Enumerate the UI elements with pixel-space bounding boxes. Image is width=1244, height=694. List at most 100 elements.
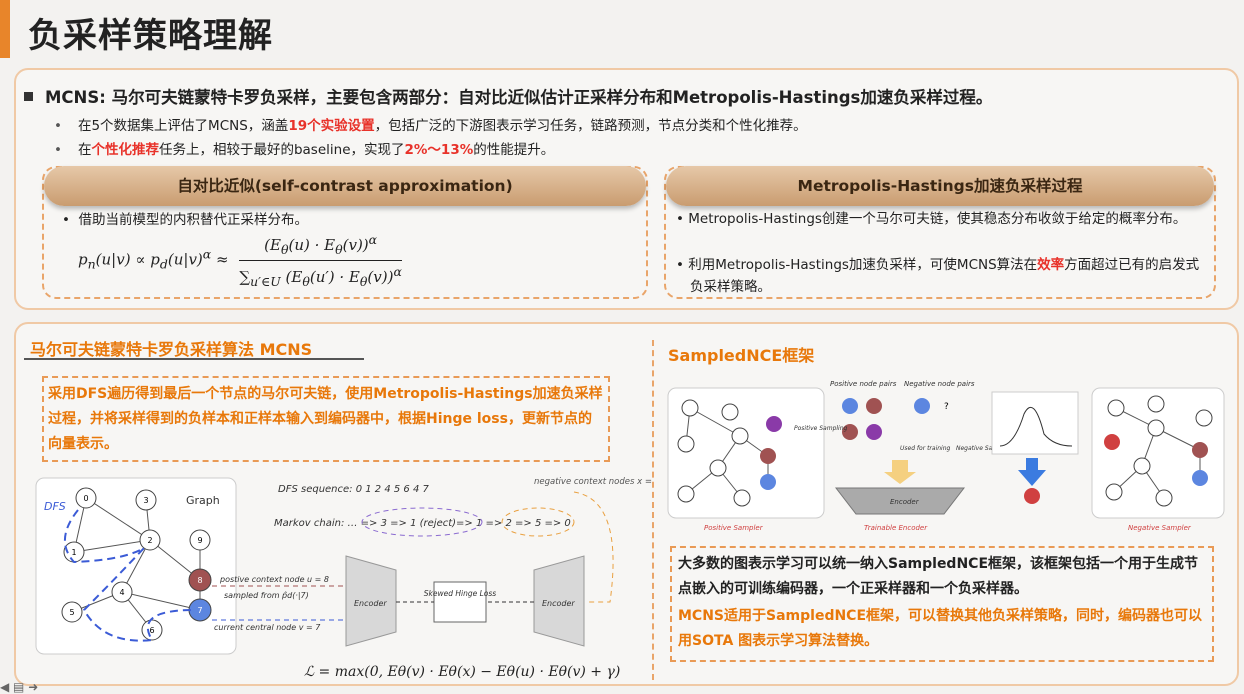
pos-graph-nodes bbox=[677, 399, 782, 507]
sampling-arrow bbox=[1018, 458, 1046, 486]
highlight: 效率 bbox=[1037, 257, 1065, 273]
positive-sampler-caption: Positive Sampler bbox=[704, 524, 764, 532]
svg-text:8: 8 bbox=[197, 576, 202, 585]
svg-text:1: 1 bbox=[71, 548, 76, 557]
divider bbox=[24, 358, 364, 360]
svg-text:0: 0 bbox=[83, 494, 88, 503]
text: 方面超过已有的启发式负采样策略。 bbox=[690, 257, 1200, 295]
title-accent-bar bbox=[0, 0, 10, 58]
node-3 bbox=[135, 489, 157, 511]
neg-graph-nodes bbox=[1104, 395, 1213, 507]
negative-node bbox=[1024, 488, 1040, 504]
mcns-desc: 采用DFS遍历得到最后一个节点的马尔可夫链，使用Metropolis-Hasti… bbox=[48, 386, 603, 452]
samplednce-desc-box bbox=[670, 546, 1214, 662]
hinge-loss-label: Skewed Hinge Loss bbox=[424, 589, 497, 598]
svg-text:2: 2 bbox=[147, 536, 152, 545]
node-8 bbox=[188, 568, 212, 592]
text: 在5个数据集上评估了MCNS，涵盖 bbox=[77, 118, 289, 134]
node-4 bbox=[111, 581, 133, 603]
trainable-encoder-caption: Trainable Encoder bbox=[864, 524, 928, 532]
page-title: 负采样策略理解 bbox=[28, 16, 273, 56]
svg-text:7: 7 bbox=[197, 606, 202, 615]
graph-label: Graph bbox=[186, 494, 220, 507]
mcns-section-title: 马尔可夫链蒙特卡罗负采样算法 MCNS bbox=[30, 340, 313, 359]
positive-sampler-frame bbox=[667, 387, 825, 519]
sca-bullet: • 借助当前模型的内积替代正采样分布。 bbox=[62, 209, 308, 231]
negative-ellipse bbox=[501, 507, 575, 537]
mh-heading: Metropolis-Hastings加速负采样过程 bbox=[666, 166, 1214, 206]
encoder-right-label: Encoder bbox=[542, 599, 575, 608]
graph-nodes: 0 3 1 2 9 4 8 5 6 7 bbox=[61, 487, 212, 641]
square-bullet-icon bbox=[24, 92, 33, 101]
positive-sampling-label: Positive Sampling bbox=[794, 425, 848, 432]
markov-chain: Markov chain: … => 3 => 1 (reject)=> 1 =… bbox=[274, 518, 571, 529]
samplednce-para-1: 大多数的图表示学习可以统一纳入SampledNCE框架，该框架包括一个用于生成节… bbox=[678, 556, 1199, 597]
node-9 bbox=[189, 529, 211, 551]
used-training-label: Used for training bbox=[900, 445, 951, 452]
positive-pairs-label: Positive node pairs bbox=[830, 380, 897, 388]
dfs-sequence: DFS sequence: 0 1 2 4 5 6 4 7 bbox=[278, 484, 430, 495]
encoder-left-label: Encoder bbox=[354, 599, 387, 608]
distribution-plot bbox=[991, 391, 1079, 455]
main-bullet-text: MCNS: 马尔可夫链蒙特卡罗负采样，主要包含两部分：自对比近似估计正采样分布和… bbox=[45, 88, 993, 107]
svg-text:6: 6 bbox=[149, 626, 154, 635]
sub-bullet-2: •在个性化推荐任务上，相较于最好的baseline，实现了2%～13%的性能提升… bbox=[54, 138, 554, 158]
sca-bullet-text: 借助当前模型的内积替代正采样分布。 bbox=[78, 212, 309, 228]
trainable-encoder bbox=[834, 487, 966, 515]
svg-text:5: 5 bbox=[69, 608, 74, 617]
dfs-label: DFS bbox=[44, 500, 66, 513]
negative-sampler-caption: Negative Sampler bbox=[1128, 524, 1192, 532]
negative-sampling-label: Negative Sampling bbox=[956, 445, 1013, 452]
main-bullet: MCNS: 马尔可夫链蒙特卡罗负采样，主要包含两部分：自对比近似估计正采样分布和… bbox=[24, 84, 992, 108]
bullet-dot-icon: • bbox=[54, 142, 62, 158]
svg-text:?: ? bbox=[944, 402, 949, 412]
training-arrow bbox=[884, 460, 916, 484]
encoder-right bbox=[533, 555, 585, 647]
samplednce-section-title: SampledNCE框架 bbox=[668, 346, 815, 365]
mcns-desc-box bbox=[42, 376, 610, 462]
bullet-dot-icon: • bbox=[676, 257, 689, 273]
mh-bullet-2: • 利用Metropolis-Hastings加速负采样，可使MCNS算法在效率… bbox=[676, 254, 1206, 298]
highlight: 2%～13% bbox=[404, 142, 474, 158]
formula-fraction: (Eθ(u) · Eθ(v))α∑u′∈U (Eθ(u′) · Eθ(v))α bbox=[239, 232, 402, 289]
text: ，包括广泛的下游图表示学习任务，链路预测，节点分类和个性化推荐。 bbox=[374, 118, 807, 134]
dfs-path bbox=[64, 509, 195, 642]
reject-ellipse bbox=[361, 507, 483, 537]
sampled-from-label: sampled from p̂d(·|7) bbox=[224, 590, 309, 600]
negative-context: negative context nodes x = 2, 5, 0 bbox=[534, 477, 654, 487]
current-node-label: current central node v = 7 bbox=[214, 623, 321, 632]
positive-context-label: postive context node u = 8 bbox=[219, 575, 329, 584]
slide-nav-icons[interactable]: ◀ ▤ ➜ bbox=[0, 680, 39, 694]
mh-bullet-1-text: Metropolis-Hastings创建一个马尔可夫链，使其稳态分布收敛于给定… bbox=[688, 211, 1187, 227]
samplednce-para-2: MCNS适用于SampledNCE框架，可以替换其他负采样策略，同时，编码器也可… bbox=[678, 608, 1203, 649]
text: 任务上，相较于最好的baseline，实现了 bbox=[158, 142, 405, 158]
node-2 bbox=[139, 529, 161, 551]
divider bbox=[652, 340, 654, 680]
bullet-dot-icon: • bbox=[62, 212, 79, 228]
node-pairs: ? bbox=[842, 398, 949, 440]
hinge-loss-box bbox=[433, 581, 487, 623]
arrow-negative bbox=[573, 491, 614, 603]
negative-sampler-frame bbox=[1091, 387, 1225, 519]
svg-text:4: 4 bbox=[119, 588, 124, 597]
hinge-loss-formula: ℒ = max(0, Eθ(v) · Eθ(x) − Eθ(u) · Eθ(v)… bbox=[304, 664, 620, 680]
sub-bullet-1: • 在5个数据集上评估了MCNS，涵盖19个实验设置，包括广泛的下游图表示学习任务… bbox=[54, 114, 807, 134]
highlight: 个性化推荐 bbox=[91, 142, 159, 158]
negative-pairs-label: Negative node pairs bbox=[904, 380, 975, 388]
bullet-dot-icon: • bbox=[676, 211, 689, 227]
samplednce-diagram: Positive node pairs Negative node pairs … bbox=[667, 380, 1225, 532]
mcns-diagram: DFS Graph 0 3 1 2 9 4 8 5 6 7 DFS sequen… bbox=[35, 477, 654, 680]
svg-text:9: 9 bbox=[197, 536, 202, 545]
svg-text:3: 3 bbox=[143, 496, 148, 505]
highlight: 19个实验设置 bbox=[288, 118, 375, 134]
text: 利用Metropolis-Hastings加速负采样，可使MCNS算法在 bbox=[688, 257, 1038, 273]
bullet-dot-icon: • bbox=[54, 118, 62, 134]
node-0 bbox=[75, 487, 97, 509]
encoder-label: Encoder bbox=[890, 498, 920, 506]
mh-bullet-1: • Metropolis-Hastings创建一个马尔可夫链，使其稳态分布收敛于… bbox=[676, 208, 1206, 230]
sca-formula: pn(u|v) ∝ pd(u|v)α ≈ (Eθ(u) · Eθ(v))α∑u′… bbox=[78, 232, 402, 289]
text: 的性能提升。 bbox=[473, 142, 555, 158]
node-5 bbox=[61, 601, 83, 623]
distribution-curve bbox=[999, 406, 1073, 447]
sca-heading: 自对比近似(self-contrast approximation) bbox=[44, 166, 646, 206]
